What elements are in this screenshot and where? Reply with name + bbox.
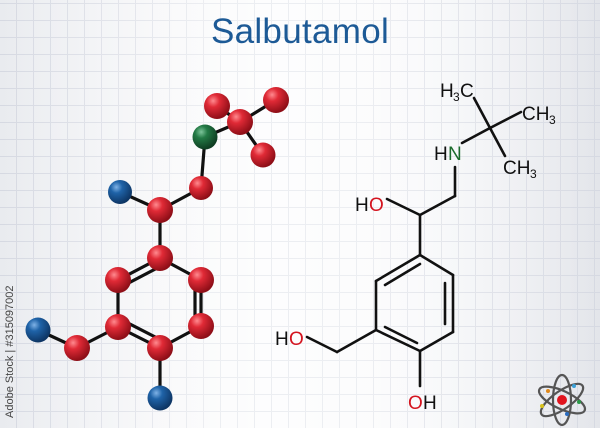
carbon-atom (147, 245, 173, 271)
hydroxymethyl-h-label: H (275, 329, 289, 350)
hydrogen-atom (25, 317, 51, 343)
hydroxyl-h-label: H (355, 195, 369, 216)
nitrogen-atom (192, 124, 218, 150)
hydrogen-atom (147, 385, 173, 411)
ch3-top-sub: 3 (549, 113, 556, 127)
atom-icon (537, 373, 587, 427)
skeletal-formula-bonds (305, 96, 523, 388)
h3c-label-c: C (460, 81, 474, 102)
carbon-atom (227, 109, 253, 135)
ch3-bottom-label: CH (503, 158, 530, 179)
model-atoms (25, 87, 289, 411)
carbon-atom (105, 267, 131, 293)
molecule-title: Salbutamol (210, 12, 390, 51)
ch3-top-label: CH (522, 104, 549, 125)
amine-n-label: N (448, 144, 462, 165)
phenol-o-label: O (408, 393, 423, 414)
hydrogen-atom (108, 180, 132, 204)
carbon-atom (250, 142, 276, 168)
carbon-atom (189, 176, 213, 200)
h3c-label-h: H (440, 81, 454, 102)
phenol-h-label: H (423, 393, 437, 414)
carbon-atom (64, 335, 90, 361)
hydroxyl-o-label: O (369, 195, 384, 216)
amine-h-label: H (434, 144, 448, 165)
carbon-atom (188, 267, 214, 293)
carbon-atom (204, 93, 230, 119)
h3c-label-sub: 3 (453, 90, 460, 104)
carbon-atom (188, 313, 214, 339)
carbon-atom (147, 197, 173, 223)
hydroxymethyl-o-label: O (289, 329, 304, 350)
carbon-atom (105, 314, 131, 340)
carbon-atom (263, 87, 289, 113)
ch3-bottom-sub: 3 (530, 167, 537, 181)
carbon-atom (147, 335, 173, 361)
